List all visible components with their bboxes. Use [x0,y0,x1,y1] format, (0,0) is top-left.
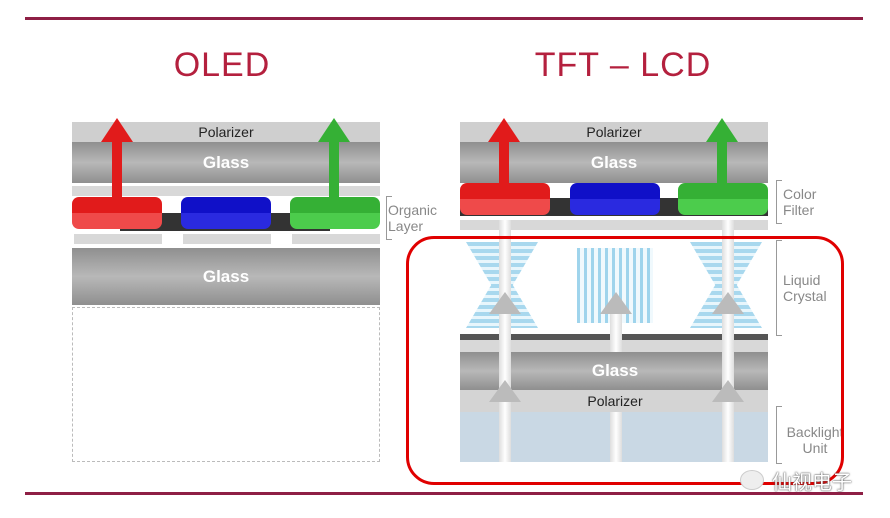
arrowhead-icon [489,292,521,314]
arrowhead-icon [600,292,632,314]
oled-empty-backlight-area [72,307,380,462]
backlight-unit-label: Backlight Unit [786,424,844,456]
lcd-green-filter [678,183,768,215]
backlight-bracket [776,406,782,464]
highlight-box [406,236,844,485]
red-light-arrow [499,140,509,188]
lcd-glass-bottom: Glass [591,361,639,380]
light-path-arrow [610,312,622,352]
oled-blue-subpixel [181,197,271,229]
organic-layer-label: Organic Layer [388,202,438,234]
lcd-strip [460,220,768,230]
arrowhead-icon [712,292,744,314]
oled-electrode [183,234,271,244]
oled-glass-bottom: Glass [72,248,380,305]
liquid-crystal-label: Liquid Crystal [783,272,827,304]
oled-title: OLED [173,46,271,84]
lcd-title: TFT – LCD [534,46,712,84]
green-light-arrow [717,140,727,188]
watermark: 仙视电子 [772,472,852,494]
red-light-arrow [112,140,122,200]
arrowhead-icon [712,380,744,402]
oled-electrode [74,234,162,244]
lcd-blue-filter [570,183,660,215]
oled-glass-top: Glass [72,142,380,183]
organic-bracket [386,196,392,240]
bottom-rule [25,492,863,495]
color-filter-label: Color Filter [783,186,817,218]
lcd-polarizer-bottom-layer [460,390,768,412]
lcd-polarizer-top: Polarizer [460,122,768,142]
wechat-icon [740,470,764,490]
color-filter-bracket [776,180,782,224]
red-arrowhead-icon [488,118,520,142]
red-arrowhead-icon [101,118,133,142]
lcd-red-filter [460,183,550,215]
oled-red-subpixel [72,197,162,229]
green-arrowhead-icon [706,118,738,142]
oled-electrode [292,234,380,244]
oled-strip [72,186,380,196]
liquid-crystal-bracket [776,240,782,336]
oled-polarizer: Polarizer [72,122,380,142]
green-light-arrow [329,140,339,200]
lcd-glass-top: Glass [460,142,768,183]
lcd-polarizer-bottom: Polarizer [587,393,643,409]
light-path-arrow [610,412,622,462]
arrowhead-icon [489,380,521,402]
oled-green-subpixel [290,197,380,229]
top-rule [25,17,863,20]
green-arrowhead-icon [318,118,350,142]
